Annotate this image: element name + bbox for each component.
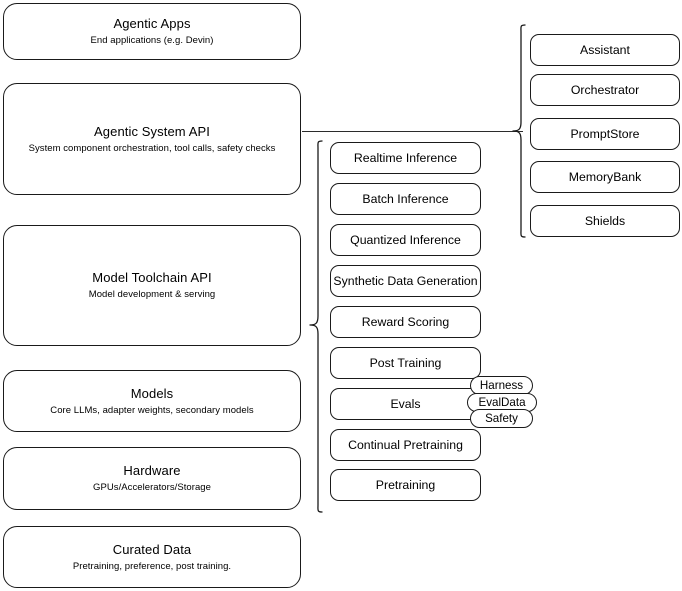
capability-box-post-training[interactable]: Post Training <box>330 347 481 379</box>
layer-subtitle: System component orchestration, tool cal… <box>28 142 276 154</box>
capability-label: Post Training <box>369 356 442 370</box>
component-box-orchestrator[interactable]: Orchestrator <box>530 74 680 106</box>
component-label: PromptStore <box>570 127 640 141</box>
capability-label: Continual Pretraining <box>348 438 463 452</box>
capability-label: Realtime Inference <box>353 151 458 165</box>
capability-label: Synthetic Data Generation <box>333 274 478 288</box>
layer-box-curated-data[interactable]: Curated Data Pretraining, preference, po… <box>3 526 301 588</box>
capability-label: Pretraining <box>375 478 436 492</box>
component-label: Orchestrator <box>570 83 640 97</box>
capability-label: Batch Inference <box>362 192 449 206</box>
layer-title: Models <box>130 385 174 401</box>
eval-pill-label: Harness <box>479 378 524 392</box>
layer-box-models[interactable]: Models Core LLMs, adapter weights, secon… <box>3 370 301 432</box>
component-label: Assistant <box>580 43 630 57</box>
layer-box-agentic-system-api[interactable]: Agentic System API System component orch… <box>3 83 301 195</box>
layer-box-model-toolchain-api[interactable]: Model Toolchain API Model development & … <box>3 225 301 346</box>
layer-title: Model Toolchain API <box>92 270 212 285</box>
eval-pill-safety[interactable]: Safety <box>470 409 533 428</box>
eval-pill-label: Safety <box>485 411 518 425</box>
capability-box-quantized-inference[interactable]: Quantized Inference <box>330 224 481 256</box>
capability-box-evals[interactable]: Evals <box>330 388 481 420</box>
eval-pill-label: EvalData <box>478 395 526 409</box>
connector-line-agentic-system-api <box>302 131 523 133</box>
capability-label: Quantized Inference <box>350 233 461 247</box>
curly-brace-left-icon-middle-group <box>309 140 323 518</box>
capability-box-continual-pretraining[interactable]: Continual Pretraining <box>330 429 481 461</box>
layer-subtitle: Core LLMs, adapter weights, secondary mo… <box>50 404 254 416</box>
layer-box-hardware[interactable]: Hardware GPUs/Accelerators/Storage <box>3 447 301 510</box>
curly-brace-left-icon-right-group <box>512 24 526 244</box>
capability-label: Reward Scoring <box>361 315 450 329</box>
capability-box-synthetic-data-generation[interactable]: Synthetic Data Generation <box>330 265 481 297</box>
eval-pill-evaldata[interactable]: EvalData <box>467 393 537 412</box>
layer-title: Agentic Apps <box>113 16 191 31</box>
capability-label: Evals <box>390 397 421 411</box>
capability-box-batch-inference[interactable]: Batch Inference <box>330 183 481 215</box>
layer-title: Agentic System API <box>94 123 210 139</box>
component-box-promptstore[interactable]: PromptStore <box>530 118 680 150</box>
layer-subtitle: Model development & serving <box>88 289 216 300</box>
capability-box-realtime-inference[interactable]: Realtime Inference <box>330 142 481 174</box>
layer-subtitle: Pretraining, preference, post training. <box>72 560 232 572</box>
layer-subtitle: GPUs/Accelerators/Storage <box>93 482 211 493</box>
component-box-memorybank[interactable]: MemoryBank <box>530 161 680 193</box>
layer-title: Curated Data <box>112 541 192 557</box>
layer-box-agentic-apps[interactable]: Agentic Apps End applications (e.g. Devi… <box>3 3 301 60</box>
capability-box-pretraining[interactable]: Pretraining <box>330 469 481 501</box>
layer-title: Hardware <box>123 463 181 478</box>
component-box-assistant[interactable]: Assistant <box>530 34 680 66</box>
capability-box-reward-scoring[interactable]: Reward Scoring <box>330 306 481 338</box>
component-label: Shields <box>584 214 626 228</box>
layer-subtitle: End applications (e.g. Devin) <box>90 35 214 46</box>
component-label: MemoryBank <box>568 170 642 184</box>
component-box-shields[interactable]: Shields <box>530 205 680 237</box>
